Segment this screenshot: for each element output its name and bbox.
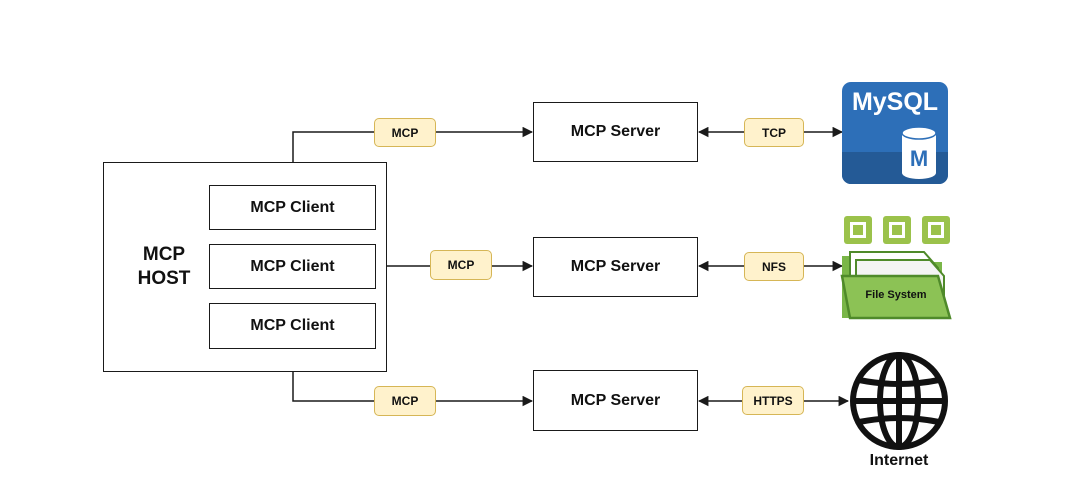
protocol-pill-mcp-2: MCP bbox=[430, 250, 492, 280]
mcp-server-box-1: MCP Server bbox=[533, 102, 698, 162]
mysql-label: MySQL bbox=[851, 88, 939, 116]
protocol-pill-nfs: NFS bbox=[744, 252, 804, 281]
mcp-client-box-3: MCP Client bbox=[209, 303, 376, 349]
internet-label: Internet bbox=[869, 452, 929, 469]
protocol-pill-mcp-3: MCP bbox=[374, 386, 436, 416]
mcp-server-box-2: MCP Server bbox=[533, 237, 698, 297]
mcp-host-label: MCP HOST bbox=[116, 243, 212, 291]
chip-icon-1 bbox=[844, 216, 872, 244]
mcp-client-box-2: MCP Client bbox=[209, 244, 376, 289]
mcp-server-box-3: MCP Server bbox=[533, 370, 698, 431]
mysql-m-label: M bbox=[909, 146, 929, 171]
file-system-folder-icon: File System bbox=[838, 212, 954, 322]
protocol-pill-https: HTTPS bbox=[742, 386, 804, 415]
protocol-pill-tcp: TCP bbox=[744, 118, 804, 147]
chip-icon-3 bbox=[922, 216, 950, 244]
protocol-pill-mcp-1: MCP bbox=[374, 118, 436, 147]
mcp-client-box-1: MCP Client bbox=[209, 185, 376, 230]
mcp-host-label-line2: HOST bbox=[137, 268, 191, 289]
globe-icon bbox=[848, 350, 950, 452]
mysql-database-icon: MySQL M bbox=[842, 82, 948, 184]
mcp-host-label-line1: MCP bbox=[142, 244, 186, 265]
chip-icon-2 bbox=[883, 216, 911, 244]
file-system-label: File System bbox=[865, 289, 927, 301]
